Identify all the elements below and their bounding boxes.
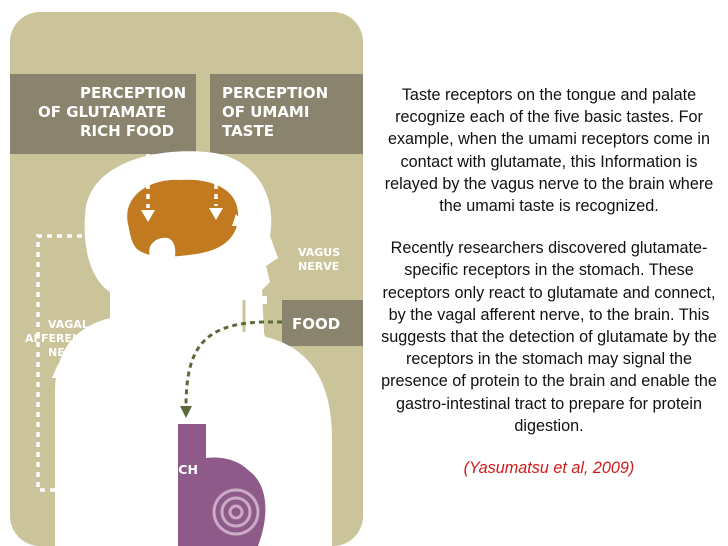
label-umami-taste: PERCEPTION OF UMAMI TASTE — [222, 84, 333, 140]
stomach — [178, 424, 266, 546]
brainstem — [149, 237, 176, 280]
paragraph-stomach-receptors: Recently researchers discovered glutamat… — [381, 239, 717, 435]
label-glutamate-food: PERCEPTION OF GLUTAMATE RICH FOOD — [38, 84, 191, 140]
body-silhouette — [55, 151, 332, 546]
brain — [127, 179, 239, 257]
caption-text: Taste receptors on the tongue and palate… — [378, 84, 720, 499]
paragraph-umami-receptors: Taste receptors on the tongue and palate… — [384, 86, 714, 216]
umami-taste-box — [210, 74, 363, 154]
label-stomach: STOMACH — [128, 462, 198, 477]
glutamate-food-box — [10, 74, 196, 154]
label-vagal-afferent-nerve: VAGAL AFFERENT NERVE — [25, 318, 93, 359]
label-vagus-nerve: VAGUS NERVE — [298, 246, 344, 273]
food-path — [184, 320, 282, 409]
glutamate-perception-diagram: PERCEPTION OF GLUTAMATE RICH FOOD PERCEP… — [10, 12, 363, 546]
citation: (Yasumatsu et al, 2009) — [463, 459, 635, 478]
label-food: FOOD — [292, 315, 340, 333]
food-box — [282, 300, 363, 346]
